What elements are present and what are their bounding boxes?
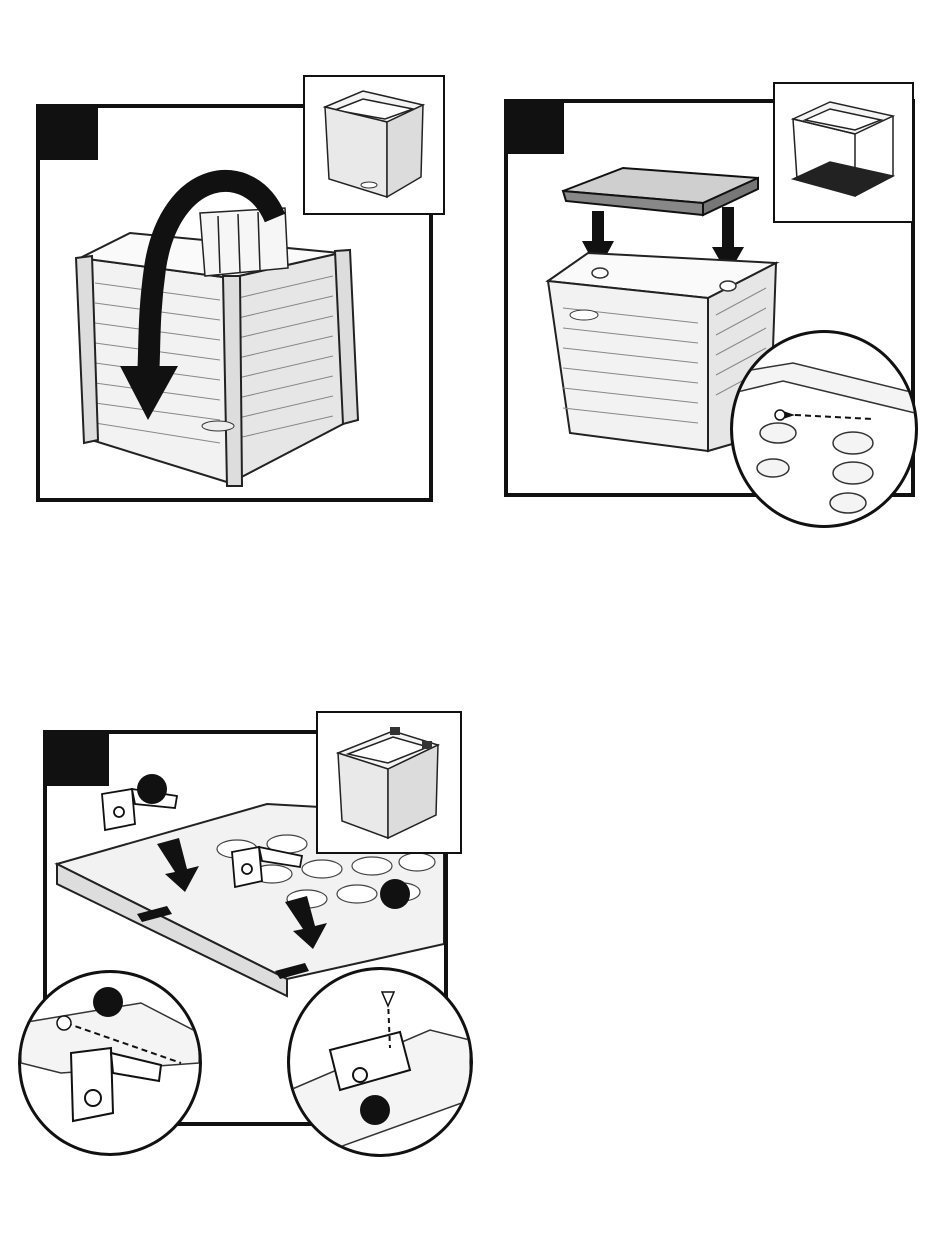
step-a-thumbnail xyxy=(303,75,445,215)
step-c-detail-right xyxy=(287,967,473,1157)
finished-box-thumbnail xyxy=(305,77,443,213)
step-a-number xyxy=(36,104,98,160)
step-c-thumbnail xyxy=(316,711,462,854)
step-c-number xyxy=(43,730,109,786)
callout-dot-4 xyxy=(360,1095,390,1125)
callout-dot-2 xyxy=(380,879,410,909)
step-b-detail-circle xyxy=(730,330,918,528)
step-b-thumbnail xyxy=(773,82,914,223)
step-c-detail-left xyxy=(18,970,202,1156)
callout-dot-3 xyxy=(93,987,123,1017)
hinge-top-screw-detail xyxy=(290,970,470,1154)
lid-frame-thumbnail xyxy=(775,84,912,221)
hinged-box-thumbnail xyxy=(318,713,460,852)
callout-dot-1 xyxy=(137,774,167,804)
corner-screw-detail xyxy=(733,333,915,525)
step-b-number xyxy=(504,99,564,154)
